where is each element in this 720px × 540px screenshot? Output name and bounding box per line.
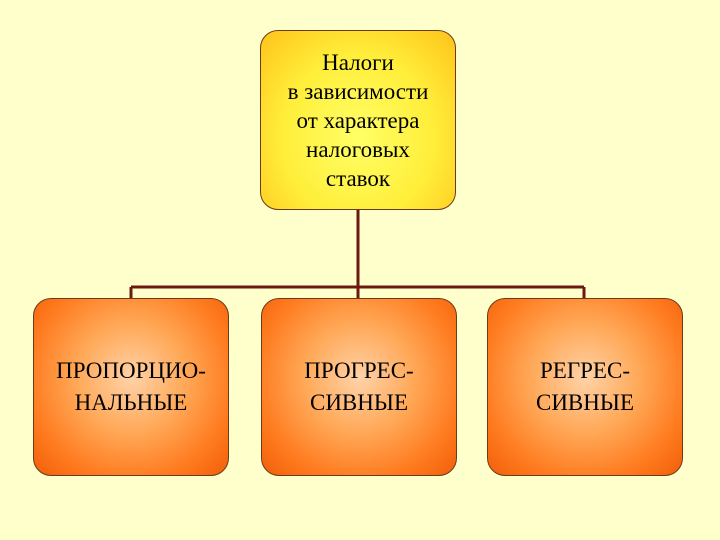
root-node-label: Налоги в зависимости от характера налого…	[287, 49, 429, 191]
child-node-regressive: РЕГРЕС- СИВНЫЕ	[487, 298, 683, 476]
child-node-proportional: ПРОПОРЦИО- НАЛЬНЫЕ	[33, 298, 229, 476]
child-node-label: ПРОПОРЦИО- НАЛЬНЫЕ	[56, 358, 206, 415]
child-node-label: ПРОГРЕС- СИВНЫЕ	[304, 358, 414, 415]
root-node: Налоги в зависимости от характера налого…	[260, 30, 456, 210]
child-node-progressive: ПРОГРЕС- СИВНЫЕ	[261, 298, 457, 476]
child-node-label: РЕГРЕС- СИВНЫЕ	[535, 358, 634, 415]
